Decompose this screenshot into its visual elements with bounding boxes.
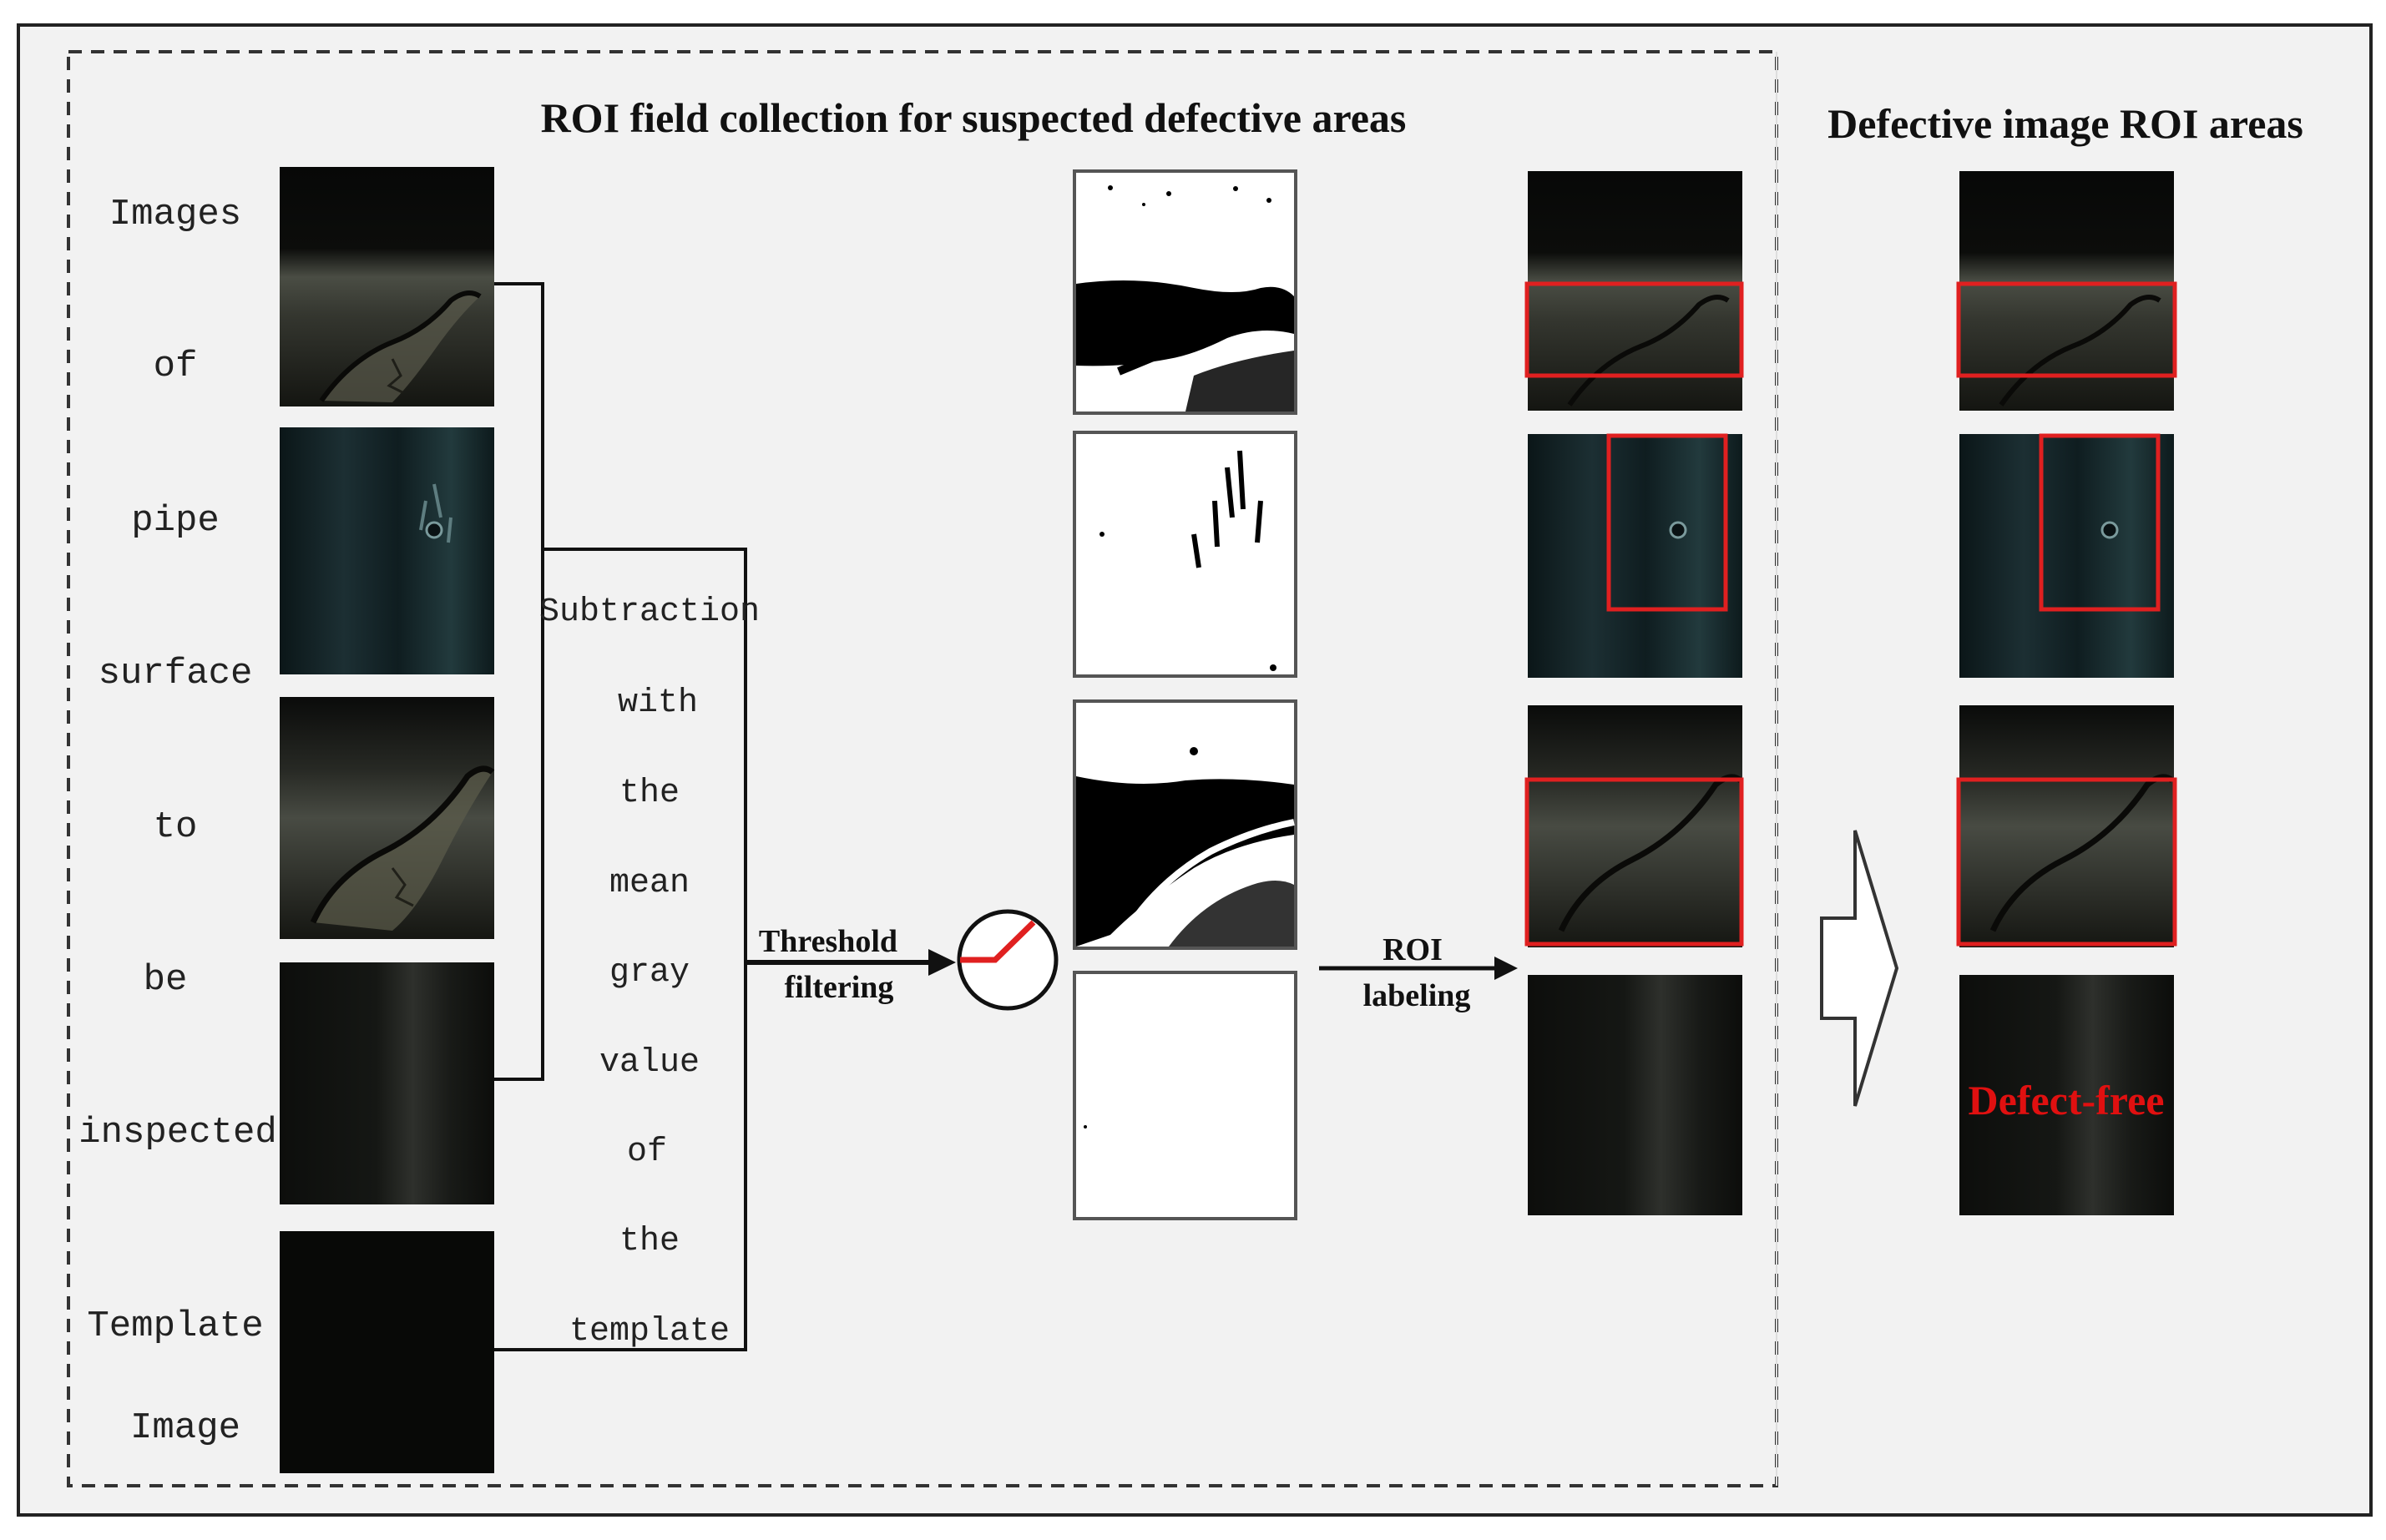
- subtraction-word: value: [599, 1044, 700, 1082]
- roi-box: [1956, 777, 2177, 947]
- subtraction-word: of: [627, 1134, 667, 1171]
- binary-image-4: [1073, 971, 1297, 1220]
- input-image-4: [280, 962, 494, 1204]
- input-label-word: pipe: [131, 500, 220, 542]
- result-arrow: [1820, 830, 1899, 1107]
- subtraction-word: gray: [609, 954, 690, 992]
- input-label-word: inspected: [78, 1112, 277, 1154]
- input-image-1: [280, 167, 494, 406]
- threshold-label-line2: filtering: [785, 970, 894, 1005]
- threshold-arrowhead: [928, 949, 956, 976]
- subtraction-box: [494, 548, 747, 1351]
- binary-image-1: [1073, 169, 1297, 415]
- result-image-2: [1959, 433, 2174, 678]
- input-image-3: [280, 697, 495, 939]
- roi-label-line1: ROI: [1383, 932, 1443, 967]
- result-image-4: Defect-free: [1959, 975, 2174, 1215]
- binary-image-3: [1073, 699, 1297, 950]
- roi-image-3: [1524, 705, 1744, 947]
- title-left: ROI field collection for suspected defec…: [541, 94, 1407, 141]
- template-label-word: Template: [87, 1305, 263, 1347]
- roi-arrowhead: [1494, 957, 1518, 980]
- roi-image-4: [1528, 975, 1742, 1215]
- subtraction-label: Subtraction with the mean gray value of …: [539, 593, 760, 1351]
- result-image-1: [1956, 171, 2177, 411]
- subtraction-word: template: [569, 1313, 730, 1351]
- input-label-word: to: [154, 806, 198, 848]
- roi-box: [1524, 281, 1744, 378]
- subtraction-word: the: [619, 775, 680, 812]
- roi-label-line2: labeling: [1363, 978, 1471, 1013]
- input-label: Images of pipe surface to be inspected T…: [78, 194, 277, 1449]
- defect-free-label: Defect-free: [1969, 1077, 2165, 1123]
- subtraction-word: the: [619, 1223, 680, 1260]
- roi-box: [1956, 281, 2177, 378]
- roi-image-1: [1524, 171, 1744, 411]
- roi-image-2: [1528, 433, 1742, 678]
- input-bracket: [494, 282, 544, 1081]
- subtraction-word: Subtraction: [539, 593, 760, 631]
- input-label-word: be: [144, 959, 188, 1001]
- input-image-2: [280, 427, 494, 674]
- threshold-function-icon: [957, 909, 1059, 1011]
- roi-box: [1524, 777, 1744, 947]
- roi-box: [2039, 433, 2161, 612]
- roi-box: [1606, 433, 1728, 612]
- subtraction-word: with: [618, 684, 698, 722]
- input-label-word: of: [154, 346, 198, 387]
- result-image-3: [1956, 705, 2177, 947]
- template-image: [280, 1231, 494, 1473]
- binary-image-2: [1073, 431, 1297, 678]
- subtraction-word: mean: [609, 865, 690, 902]
- input-label-word: Images: [109, 194, 241, 235]
- title-right: Defective image ROI areas: [1827, 100, 2303, 147]
- template-label-word: Image: [130, 1407, 240, 1449]
- input-label-word: surface: [99, 653, 253, 694]
- threshold-label-line1: Threshold: [759, 924, 897, 959]
